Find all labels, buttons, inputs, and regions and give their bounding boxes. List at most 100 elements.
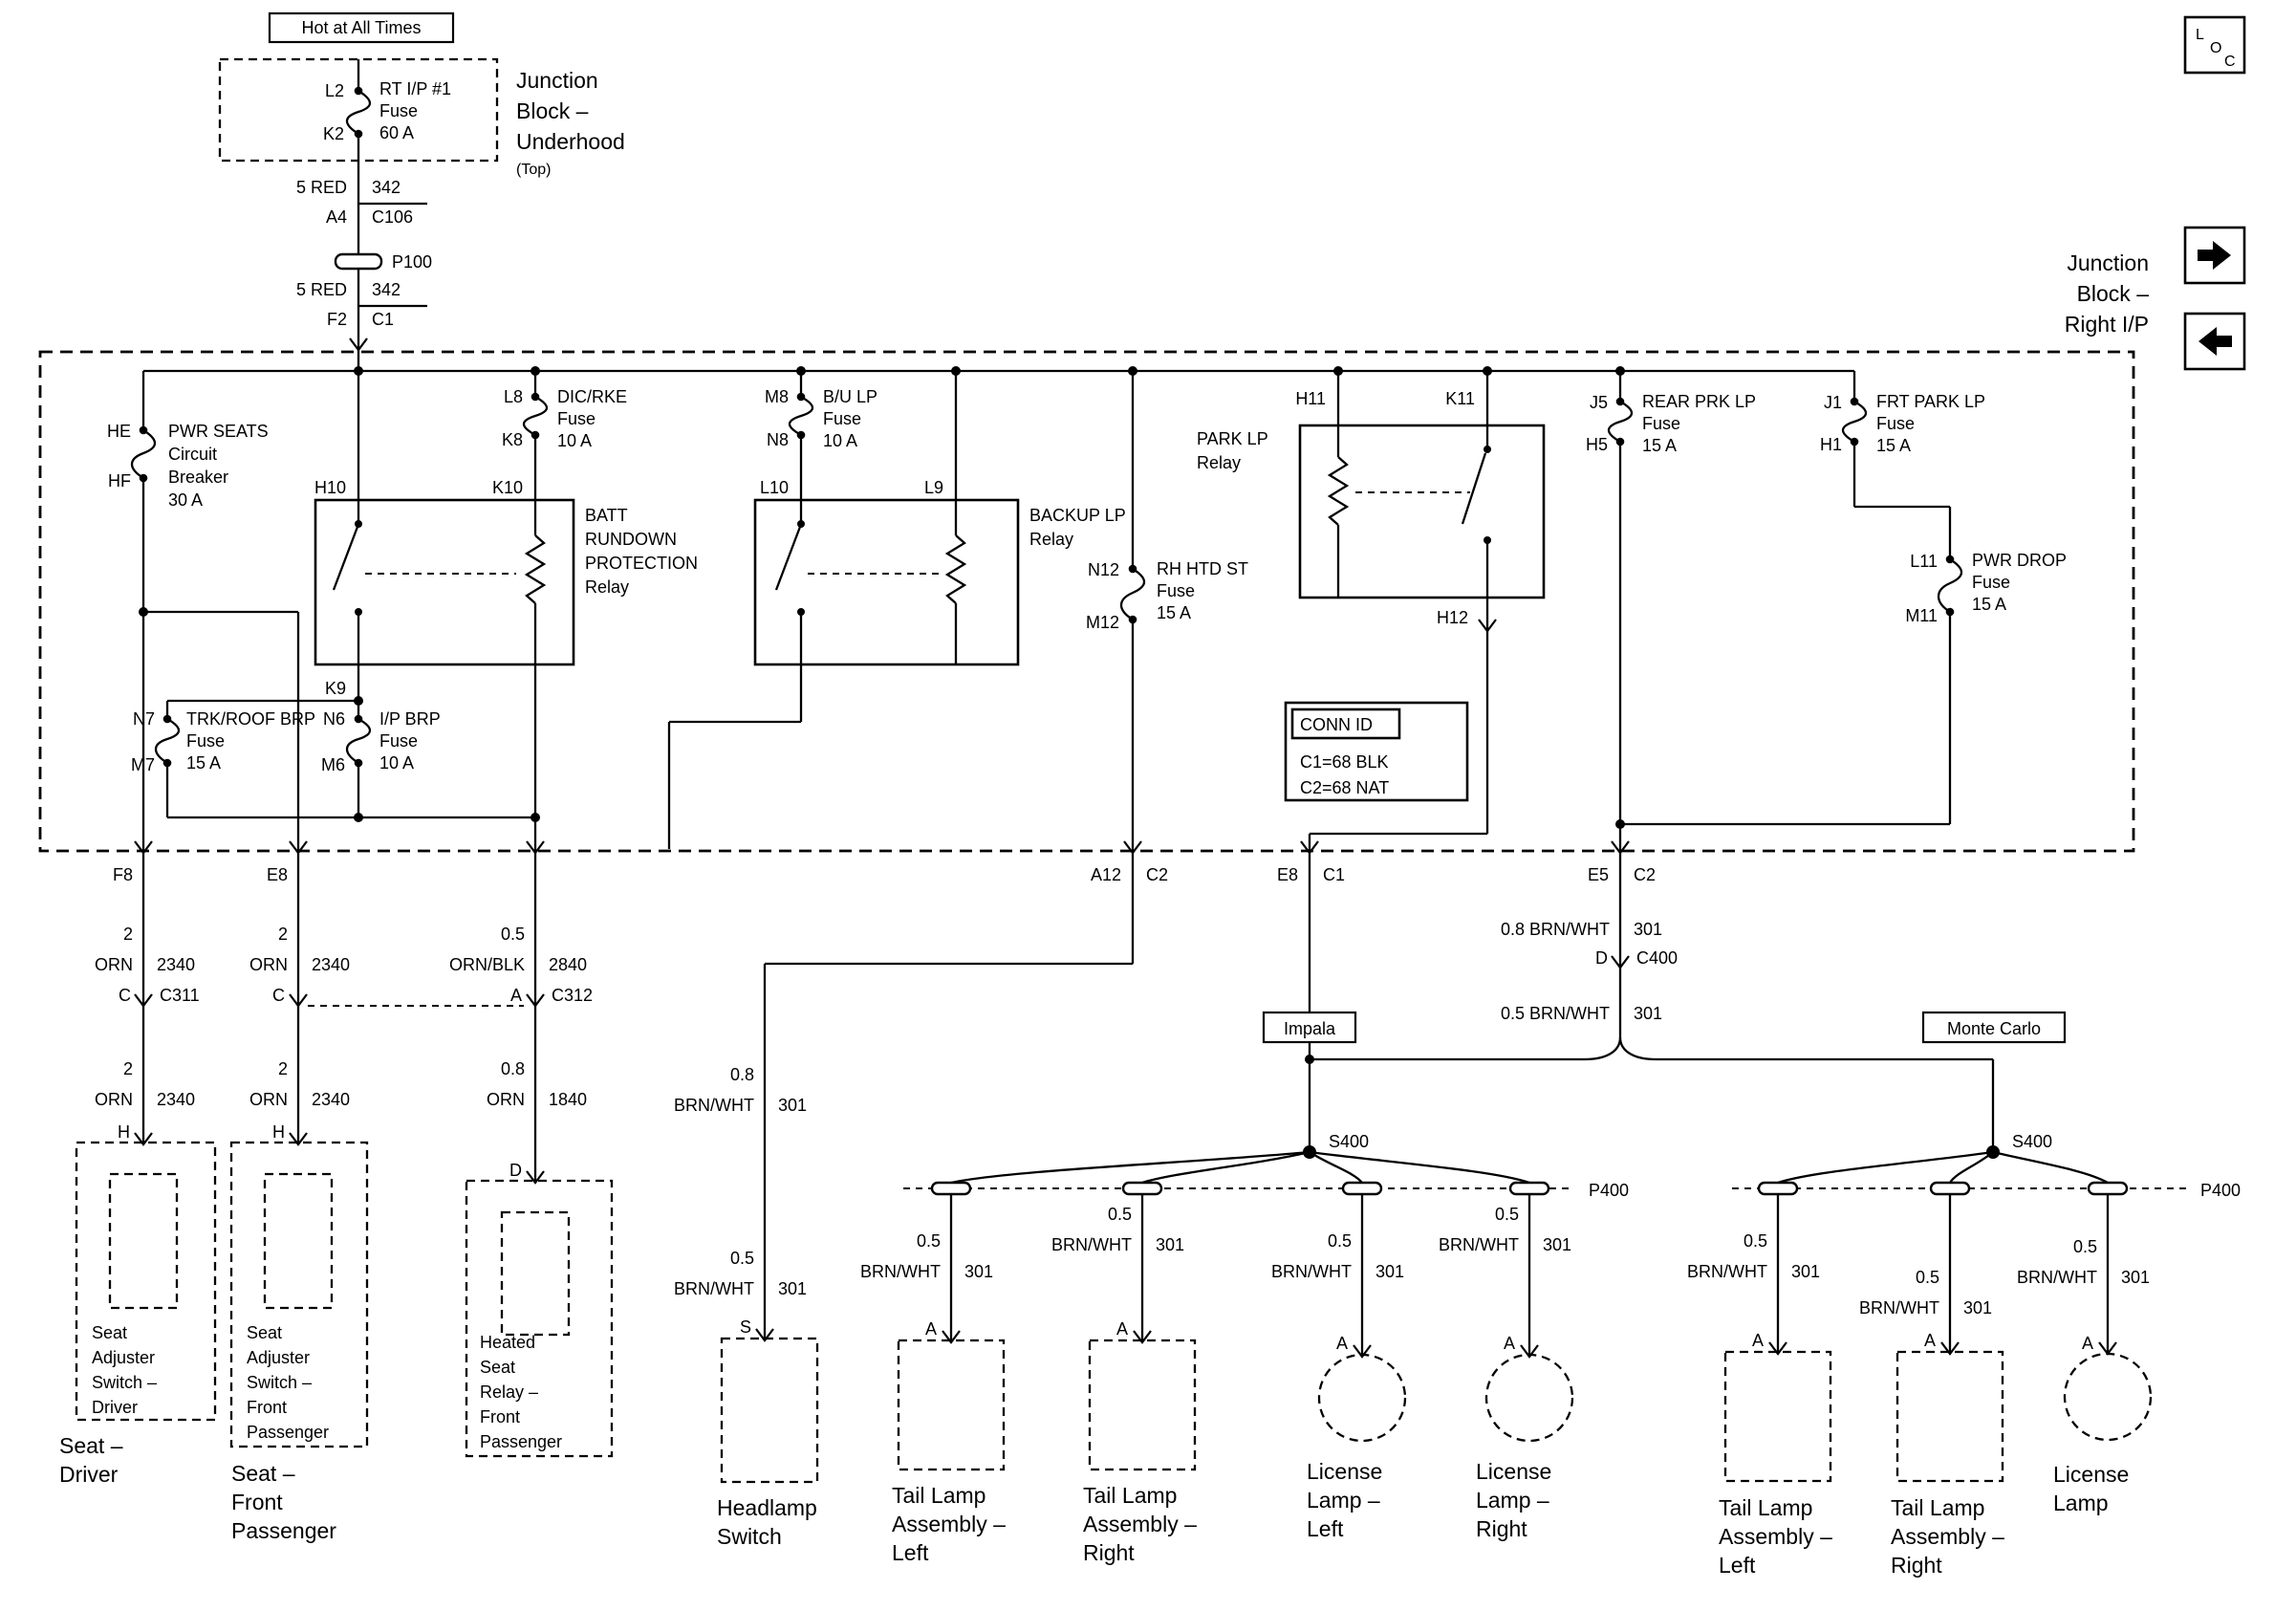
itr-pin: A [1116, 1319, 1128, 1339]
heated-line-1: Heated [480, 1333, 535, 1352]
tail-ir-caption-3: Right [1083, 1540, 1135, 1565]
s400-impala-splice [1303, 1145, 1316, 1159]
tail-ir-caption-2: Assembly – [1083, 1512, 1197, 1536]
w3-pin-d: D [509, 1161, 522, 1180]
lic-il-caption-1: License [1307, 1459, 1382, 1484]
bu-lp-name: B/U LP [823, 387, 877, 406]
bu-lp-t1: M8 [765, 387, 789, 406]
backup-relay-name-2: Relay [1029, 530, 1073, 549]
frt-park-t2: H1 [1820, 435, 1842, 454]
tail-ml-caption-2: Assembly – [1719, 1524, 1832, 1549]
batt-relay-name-4: Relay [585, 577, 629, 597]
rh-htd-rating: 15 A [1157, 603, 1191, 622]
rear-conn-name: C400 [1636, 948, 1678, 968]
w3-color-2: ORN [487, 1090, 525, 1109]
seat-driver-caption-1: Seat – [59, 1433, 123, 1458]
w2-gauge-1: 2 [278, 925, 288, 944]
fuse-terminal-l2: L2 [325, 81, 344, 100]
frt-park-rating: 15 A [1876, 436, 1911, 455]
heated-line-5: Passenger [480, 1432, 562, 1451]
ilr-color: BRN/WHT [1439, 1235, 1519, 1254]
feed1-conn: C106 [372, 207, 413, 227]
itl-gauge: 0.5 [917, 1231, 941, 1251]
p400-monte-label: P400 [2200, 1181, 2241, 1200]
hl-pin-s: S [740, 1317, 751, 1337]
seat-pass-line-1: Seat [247, 1323, 282, 1342]
exit-a12-pin: A12 [1091, 865, 1121, 884]
hl-color-2: BRN/WHT [674, 1279, 754, 1298]
loc-letter-c: C [2224, 54, 2236, 70]
conn-id-row-2: C2=68 NAT [1300, 778, 1389, 797]
bu-lp-rating: 10 A [823, 431, 857, 450]
heated-line-4: Front [480, 1407, 520, 1426]
ilr-circuit: 301 [1543, 1235, 1571, 1254]
ip-brp-word: Fuse [379, 731, 418, 751]
conn-id-table [1284, 701, 1469, 802]
mtl-gauge: 0.5 [1744, 1231, 1767, 1251]
batt-relay-k10: K10 [492, 478, 523, 497]
junction-block-outline [38, 350, 2135, 853]
pwr-drop-name: PWR DROP [1972, 551, 2067, 570]
wire-c400-split [1310, 1036, 1995, 1152]
w1-color-2: ORN [95, 1090, 133, 1109]
w1-circuit-1: 2340 [157, 955, 195, 974]
underhood-title-1: Junction [516, 68, 598, 93]
seat-driver-line-4: Driver [92, 1398, 138, 1417]
loc-button[interactable]: L O C [2183, 15, 2246, 75]
tail-lamp-right-monte-box [1895, 1350, 2004, 1483]
mtr-color: BRN/WHT [1859, 1298, 1939, 1317]
rh-htd-t2: M12 [1086, 613, 1119, 632]
jb-title-2: Block – [2077, 281, 2150, 306]
park-relay-k11: K11 [1445, 389, 1475, 408]
prev-page-button[interactable] [2183, 312, 2246, 371]
ill-color: BRN/WHT [1271, 1262, 1352, 1281]
itr-circuit: 301 [1156, 1235, 1184, 1254]
heated-seat-relay-box [465, 1179, 614, 1458]
dic-rke-name: DIC/RKE [557, 387, 627, 406]
jb-title-1: Junction [2067, 250, 2149, 275]
rear-prk-rating: 15 A [1642, 436, 1677, 455]
rear-circuit-2: 301 [1634, 1004, 1662, 1023]
rh-htd-t1: N12 [1088, 560, 1119, 579]
tail-ir-caption-1: Tail Lamp [1083, 1483, 1177, 1508]
junction-dots [139, 366, 1625, 1064]
backup-relay-l9: L9 [924, 478, 943, 497]
ilr-gauge: 0.5 [1495, 1205, 1519, 1224]
seat-driver-line-3: Switch – [92, 1373, 157, 1392]
wire-park-relay-net [1308, 371, 1489, 1152]
batt-relay-internals [332, 500, 547, 664]
rear-label-1: 0.8 BRN/WHT [1501, 920, 1610, 939]
itl-pin: A [925, 1319, 937, 1339]
rear-prk-t2: H5 [1586, 435, 1608, 454]
wire-bu-lp-net [667, 371, 958, 849]
conn-id-title: CONN ID [1300, 715, 1373, 734]
batt-relay-name-1: BATT [585, 506, 628, 525]
rt-ip-fuse-name: RT I/P #1 [379, 79, 451, 98]
seat-driver-inner-box [108, 1172, 179, 1310]
license-lamp-monte-circle [2063, 1352, 2153, 1442]
hl-color-1: BRN/WHT [674, 1096, 754, 1115]
p400-monte-cavities [1757, 1181, 2129, 1196]
batt-relay-h10: H10 [314, 478, 346, 497]
lic-ir-caption-3: Right [1476, 1516, 1527, 1541]
loc-letter-l: L [2196, 27, 2204, 43]
mlic-circuit: 301 [2121, 1268, 2150, 1287]
lic-ir-caption-2: Lamp – [1476, 1488, 1549, 1513]
mtr-circuit: 301 [1963, 1298, 1992, 1317]
itr-gauge: 0.5 [1108, 1205, 1132, 1224]
underhood-title-2: Block – [516, 98, 589, 123]
headlamp-caption-2: Switch [717, 1524, 782, 1549]
lic-il-caption-3: Left [1307, 1516, 1344, 1541]
tail-mr-caption-1: Tail Lamp [1891, 1495, 1984, 1520]
underhood-title-4: (Top) [516, 162, 551, 178]
trk-roof-name: TRK/ROOF BRP [186, 709, 315, 729]
seat-driver-line-2: Adjuster [92, 1348, 155, 1367]
tail-ml-caption-1: Tail Lamp [1719, 1495, 1812, 1520]
hot-tag-label: Hot at All Times [301, 18, 421, 37]
lic-m-caption-1: License [2053, 1462, 2129, 1487]
lic-ir-caption-1: License [1476, 1459, 1551, 1484]
next-page-button[interactable] [2183, 226, 2246, 285]
feed2-pin: F2 [327, 310, 347, 329]
s400-monte-label: S400 [2012, 1132, 2052, 1151]
s400-monte-splice [1986, 1145, 2000, 1159]
